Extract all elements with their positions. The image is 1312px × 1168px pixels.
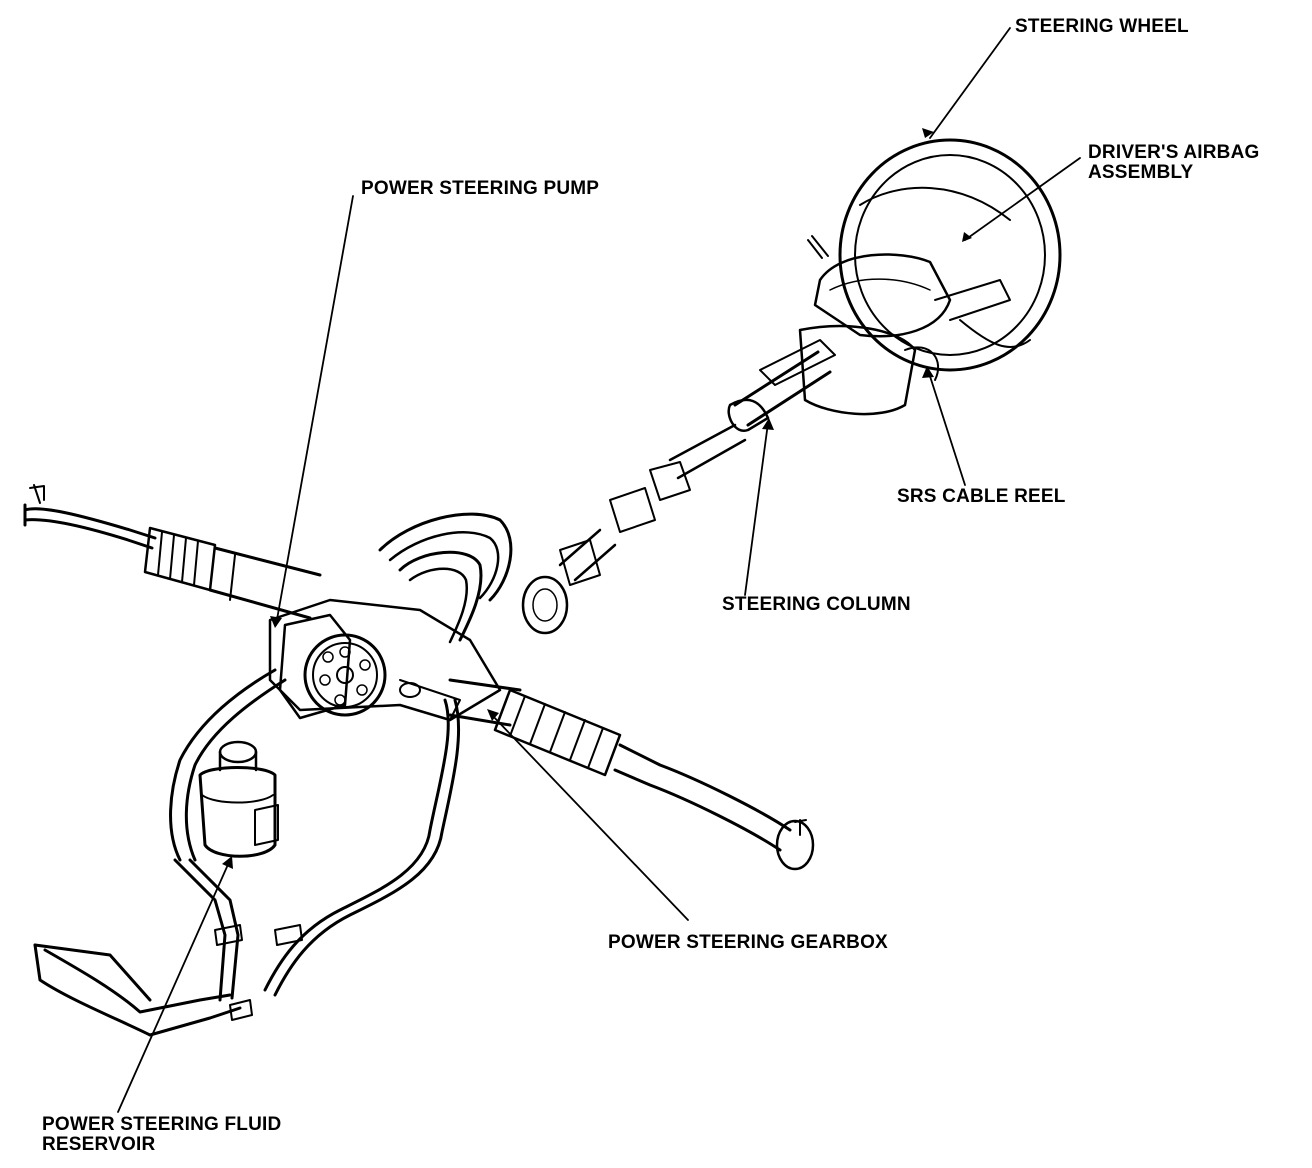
arrowhead-steering-column xyxy=(762,418,774,430)
label-power-steering-pump-text: POWER STEERING PUMP xyxy=(361,178,600,199)
leader-power-steering-pump xyxy=(275,195,354,626)
arrowhead-power-steering-gearbox xyxy=(487,709,499,721)
label-drivers-airbag-assembly: DRIVER'S AIRBAG ASSEMBLY xyxy=(1088,143,1260,183)
label-srs-cable-reel: SRS CABLE REEL xyxy=(897,487,1066,507)
leader-srs-cable-reel xyxy=(927,369,966,486)
leader-power-steering-gearbox xyxy=(489,712,689,921)
fluid-reservoir xyxy=(198,740,279,858)
steering-wheel xyxy=(838,138,1062,372)
arrowhead-srs-cable-reel xyxy=(922,366,934,378)
label-srs-cable-reel-text: SRS CABLE REEL xyxy=(897,486,1066,507)
label-power-steering-gearbox-text: POWER STEERING GEARBOX xyxy=(608,932,888,953)
arrowhead-steering-wheel xyxy=(922,128,934,138)
arrowhead-fluid-reservoir xyxy=(222,856,233,869)
label-steering-wheel: STEERING WHEEL xyxy=(1015,17,1189,37)
label-power-steering-pump: POWER STEERING PUMP xyxy=(361,179,599,199)
leader-fluid-reservoir xyxy=(117,859,231,1113)
leader-lines xyxy=(117,27,1081,1113)
srs-cable-reel xyxy=(759,324,940,416)
label-fluid-reservoir-line1: POWER STEERING FLUID xyxy=(42,1114,282,1135)
leader-steering-wheel xyxy=(929,27,1011,139)
power-steering-hoses xyxy=(33,512,513,1037)
label-fluid-reservoir-line2: RESERVOIR xyxy=(42,1134,156,1155)
leader-drivers-airbag xyxy=(964,157,1081,241)
label-drivers-airbag-line1: DRIVER'S AIRBAG xyxy=(1088,142,1260,163)
arrowhead-drivers-airbag xyxy=(962,232,972,242)
airbag-assembly xyxy=(807,235,1011,338)
label-power-steering-fluid-reservoir: POWER STEERING FLUID RESERVOIR xyxy=(42,1115,281,1155)
label-steering-column-text: STEERING COLUMN xyxy=(722,594,911,615)
leader-steering-column xyxy=(744,422,769,596)
label-steering-column: STEERING COLUMN xyxy=(722,595,911,615)
steering-column xyxy=(521,350,832,635)
arrowhead-power-steering-pump xyxy=(270,616,282,628)
label-steering-wheel-text: STEERING WHEEL xyxy=(1015,16,1189,37)
label-drivers-airbag-line2: ASSEMBLY xyxy=(1088,162,1194,183)
power-steering-pump xyxy=(278,613,387,720)
label-power-steering-gearbox: POWER STEERING GEARBOX xyxy=(608,933,888,953)
